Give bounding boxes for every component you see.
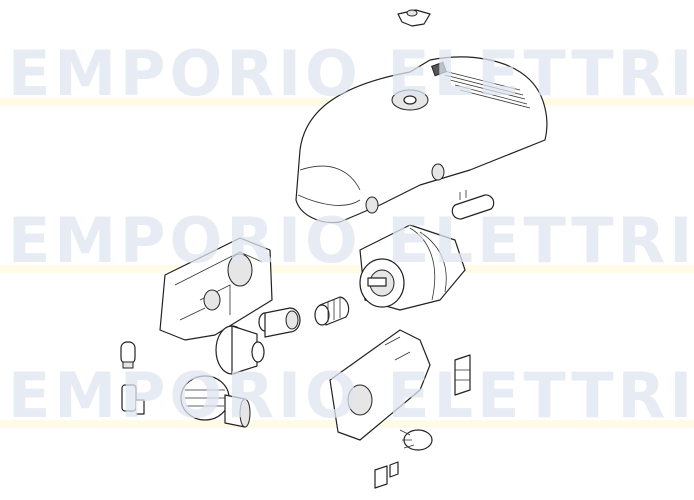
worm-screw	[314, 296, 350, 326]
limit-switch	[399, 429, 433, 451]
gear-wheel	[215, 325, 265, 375]
terminal-block	[454, 354, 471, 396]
release-knob	[397, 9, 431, 27]
output-pinion	[180, 375, 251, 428]
bearing-shaft	[258, 307, 301, 338]
gearbox-housing-left	[159, 237, 273, 341]
lamp-holder	[121, 384, 145, 415]
connector	[374, 461, 399, 489]
motor-cover	[295, 56, 548, 224]
bulb	[120, 341, 136, 369]
gearbox-housing-right	[329, 329, 431, 441]
electric-motor	[359, 224, 466, 311]
capacitor	[451, 190, 495, 220]
